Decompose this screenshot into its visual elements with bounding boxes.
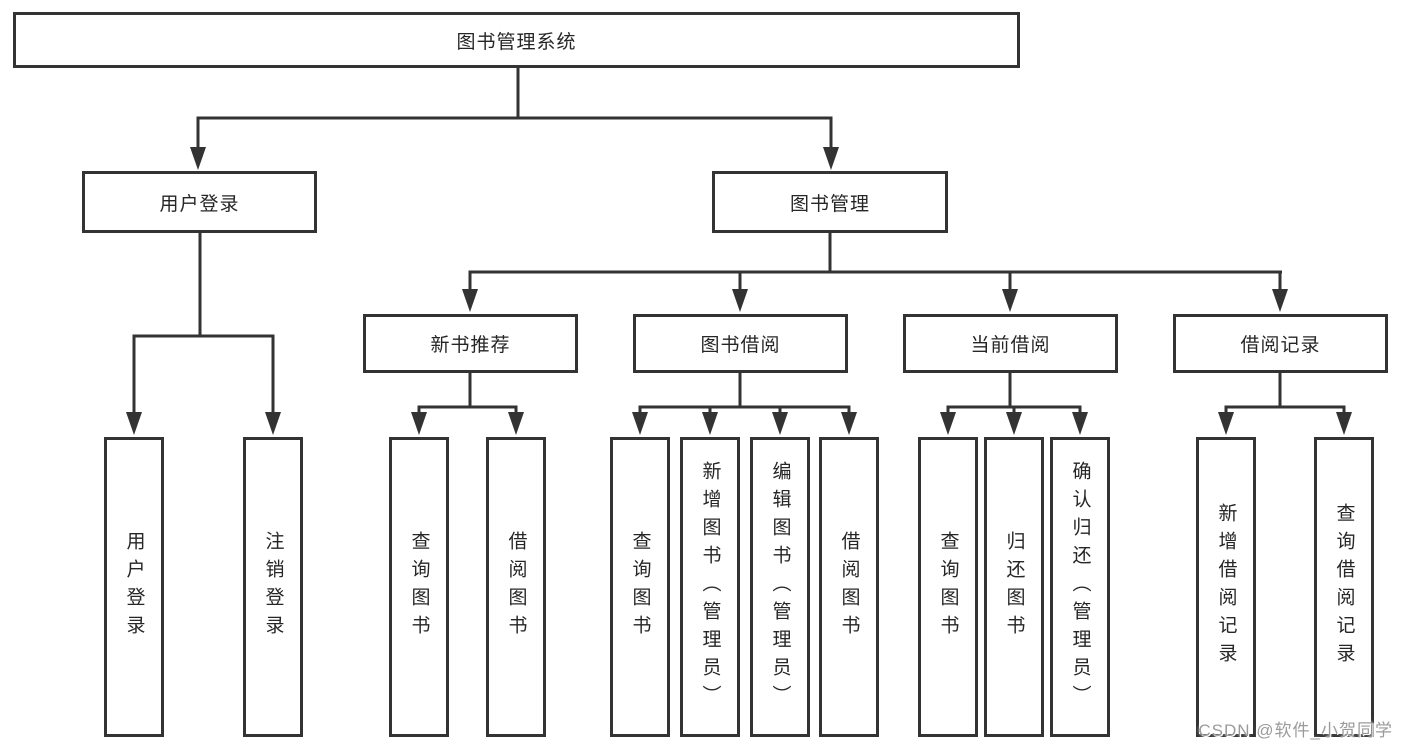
arrowhead: [823, 147, 839, 170]
leaf-label: 借阅图书: [838, 531, 860, 643]
csdn-watermark: CSDN @软件_小贺同学: [1198, 721, 1393, 740]
connector-root-to-level2: [196, 66, 833, 150]
node-leaf-br-add-record: 新增借阅记录: [1196, 437, 1256, 737]
arrowhead: [265, 412, 281, 435]
connector-newbook-to-leaves: [417, 373, 518, 414]
node-leaf-bb-borrow-books: 借阅图书: [819, 437, 879, 737]
node-book-management: 图书管理: [712, 171, 948, 233]
leaf-label: 查询借阅记录: [1333, 503, 1355, 671]
node-leaf-bb-edit-books-admin: 编辑图书（管理员）: [750, 437, 810, 737]
arrowhead: [1272, 289, 1288, 312]
node-borrow-records: 借阅记录: [1173, 314, 1388, 373]
node-user-login: 用户登录: [82, 171, 317, 233]
arrowhead: [1336, 412, 1352, 435]
arrowhead: [1002, 289, 1018, 312]
node-leaf-bb-query-books: 查询图书: [610, 437, 670, 737]
leaf-label: 新增借阅记录: [1215, 503, 1237, 671]
arrowhead: [190, 147, 206, 170]
arrowhead: [732, 289, 748, 312]
node-leaf-cb-return-books: 归还图书: [984, 437, 1044, 737]
arrowheads: [126, 147, 1352, 435]
arrowhead: [702, 412, 718, 435]
node-leaf-br-query-record: 查询借阅记录: [1314, 437, 1374, 737]
leaf-label: 查询图书: [408, 531, 430, 643]
node-leaf-nb-borrow-books: 借阅图书: [486, 437, 546, 737]
node-leaf-bb-add-books-admin: 新增图书（管理员）: [680, 437, 740, 737]
leaf-label: 借阅图书: [505, 531, 527, 643]
leaf-label: 编辑图书（管理员）: [769, 461, 791, 713]
connector-userlogin-to-leaves: [132, 233, 275, 413]
arrowhead: [462, 289, 478, 312]
connector-borrowrecords-to-leaves: [1224, 373, 1346, 414]
arrowhead: [772, 412, 788, 435]
leaf-label: 新增图书（管理员）: [699, 461, 721, 713]
arrowhead: [508, 412, 524, 435]
connector-bookmgmt-to-level3: [468, 233, 1282, 291]
arrowhead: [126, 412, 142, 435]
leaf-label: 查询图书: [937, 531, 959, 643]
node-leaf-cb-query-books: 查询图书: [918, 437, 978, 737]
arrowhead: [1006, 412, 1022, 435]
node-new-book-recommend: 新书推荐: [363, 314, 578, 373]
node-leaf-user-login: 用户登录: [104, 437, 164, 737]
arrowhead: [632, 412, 648, 435]
node-current-borrow: 当前借阅: [903, 314, 1118, 373]
node-leaf-cb-confirm-return-admin: 确认归还（管理员）: [1050, 437, 1110, 737]
arrowhead: [411, 412, 427, 435]
leaf-label: 确认归还（管理员）: [1069, 461, 1091, 713]
arrowhead: [1072, 412, 1088, 435]
leaf-label: 查询图书: [629, 531, 651, 643]
arrowhead: [940, 412, 956, 435]
connector-currentborrow-to-leaves: [946, 373, 1082, 414]
leaf-label: 注销登录: [262, 531, 284, 643]
arrowhead: [841, 412, 857, 435]
node-leaf-logout: 注销登录: [243, 437, 303, 737]
connector-bookborrow-to-leaves: [638, 373, 851, 414]
node-root-library-system: 图书管理系统: [13, 12, 1020, 68]
node-book-borrow: 图书借阅: [633, 314, 848, 373]
leaf-label: 归还图书: [1003, 531, 1025, 643]
node-leaf-nb-query-books: 查询图书: [389, 437, 449, 737]
leaf-label: 用户登录: [123, 531, 145, 643]
arrowhead: [1218, 412, 1234, 435]
